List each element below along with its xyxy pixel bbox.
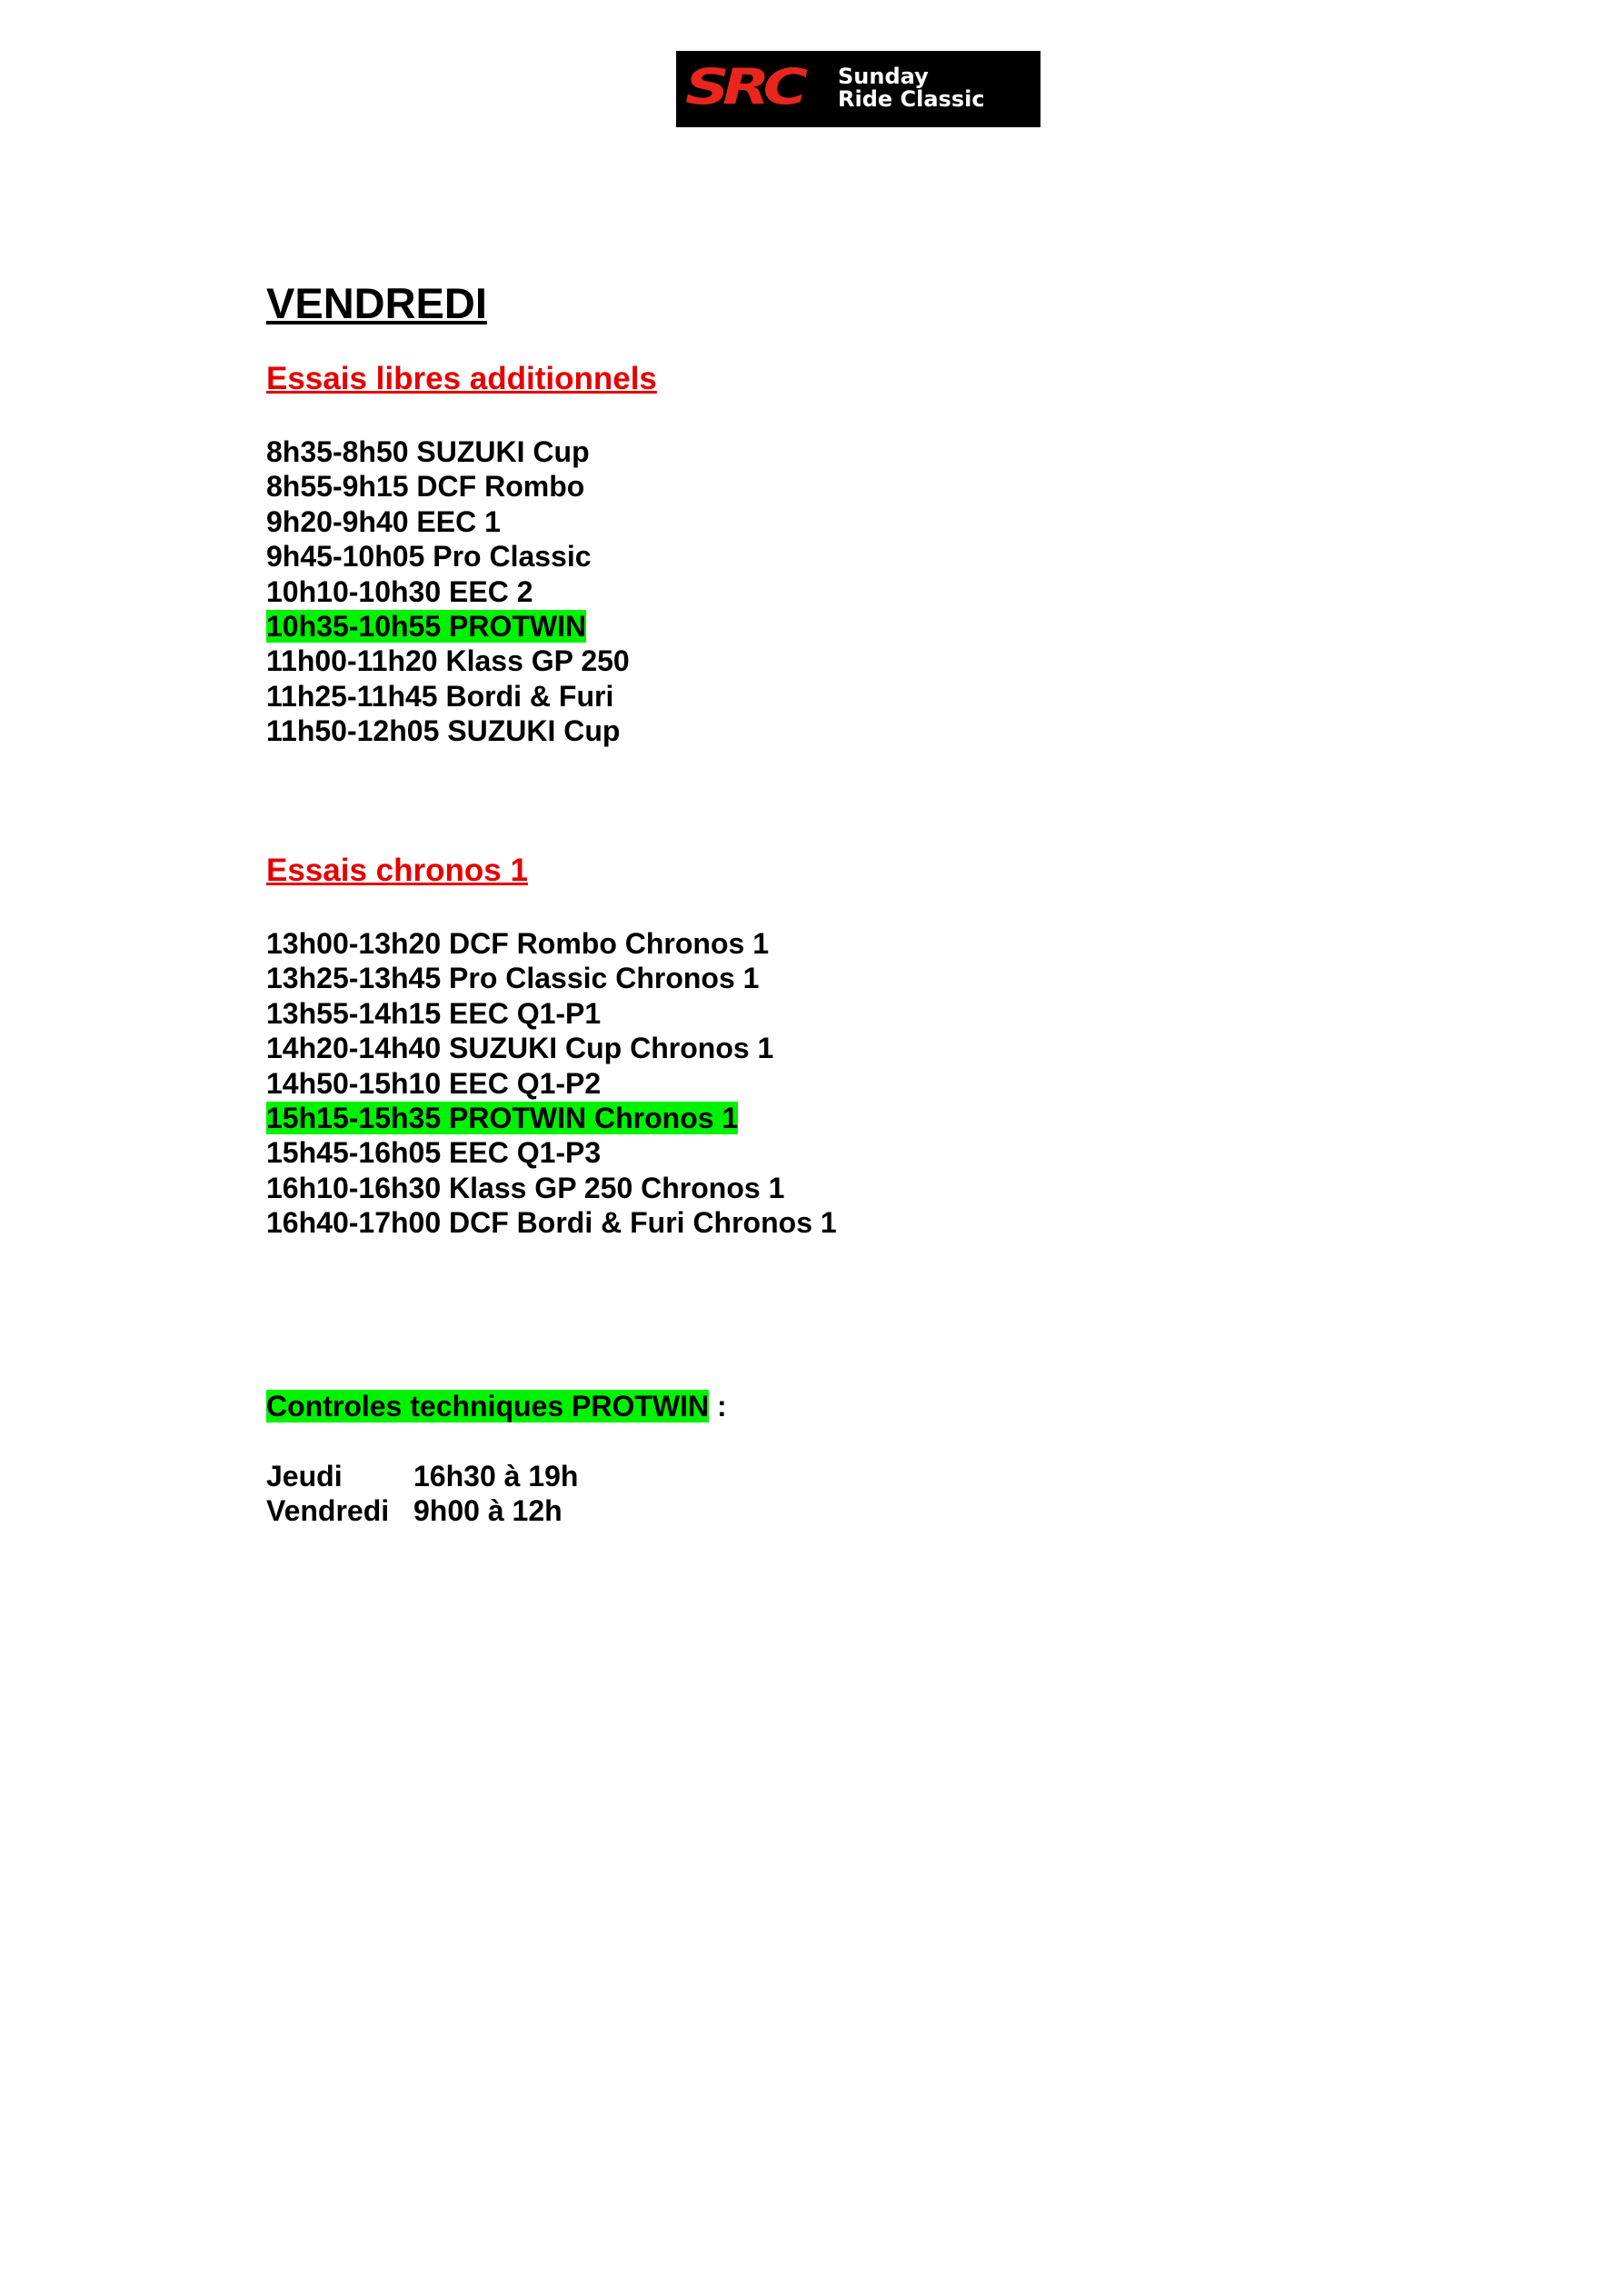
schedule-item-text: 13h25-13h45 Pro Classic Chronos 1 — [266, 962, 760, 995]
schedule-item-text: 15h45-16h05 EEC Q1-P3 — [266, 1136, 602, 1170]
src-logo: SRC Sunday Ride Classic — [676, 51, 1041, 127]
schedule-item-text: 14h20-14h40 SUZUKI Cup Chronos 1 — [266, 1032, 774, 1065]
schedule-item: 8h35-8h50 SUZUKI Cup — [266, 434, 630, 469]
schedule-item: 8h55-9h15 DCF Rombo — [266, 469, 630, 504]
schedule-item: 15h45-16h05 EEC Q1-P3 — [266, 1135, 837, 1170]
tech-day: Jeudi — [266, 1460, 343, 1492]
schedule-item: 9h20-9h40 EEC 1 — [266, 504, 630, 539]
schedule-item: 13h55-14h15 EEC Q1-P1 — [266, 996, 837, 1031]
schedule-item: 13h25-13h45 Pro Classic Chronos 1 — [266, 961, 837, 995]
tech-row-jeudi: Jeudi 16h30 à 19h — [266, 1459, 578, 1493]
schedule-item-text: 13h00-13h20 DCF Rombo Chronos 1 — [266, 927, 769, 960]
schedule-item: 14h20-14h40 SUZUKI Cup Chronos 1 — [266, 1031, 837, 1065]
schedule-item-text: 11h50-12h05 SUZUKI Cup — [266, 714, 621, 748]
qualifying-title: Essais chronos 1 — [266, 853, 528, 888]
tech-day: Vendredi — [266, 1494, 390, 1528]
logo-wordmark: Sunday Ride Classic — [838, 65, 985, 111]
schedule-item-text: 16h10-16h30 Klass GP 250 Chronos 1 — [266, 1171, 785, 1204]
tech-controls-colon: : — [709, 1390, 727, 1423]
free-practice-title: Essais libres additionnels — [266, 361, 657, 396]
schedule-item-text: 8h55-9h15 DCF Rombo — [266, 470, 585, 504]
schedule-item-text: 14h50-15h10 EEC Q1-P2 — [266, 1066, 602, 1100]
schedule-item-text: 13h55-14h15 EEC Q1-P1 — [266, 996, 602, 1030]
tech-row-vendredi: Vendredi 9h00 à 12h — [266, 1493, 578, 1528]
schedule-item-text: 9h45-10h05 Pro Classic — [266, 540, 592, 574]
schedule-item: 11h50-12h05 SUZUKI Cup — [266, 714, 630, 748]
schedule-item-text: 11h25-11h45 Bordi & Furi — [266, 679, 614, 713]
tech-controls-heading: Controles techniques PROTWIN : — [266, 1389, 727, 1423]
schedule-item: 11h00-11h20 Klass GP 250 — [266, 644, 630, 678]
schedule-item: 11h25-11h45 Bordi & Furi — [266, 679, 630, 714]
schedule-item: 14h50-15h10 EEC Q1-P2 — [266, 1066, 837, 1101]
schedule-item: 10h10-10h30 EEC 2 — [266, 574, 630, 609]
schedule-item-text: 9h20-9h40 EEC 1 — [266, 504, 501, 538]
schedule-item: 9h45-10h05 Pro Classic — [266, 539, 630, 574]
schedule-item: 16h40-17h00 DCF Bordi & Furi Chronos 1 — [266, 1205, 837, 1240]
schedule-item: 10h35-10h55 PROTWIN — [266, 609, 630, 644]
schedule-item-text: 11h00-11h20 Klass GP 250 — [266, 644, 630, 678]
schedule-item-text-highlighted: 15h15-15h35 PROTWIN Chronos 1 — [266, 1102, 739, 1135]
schedule-item-text: 10h10-10h30 EEC 2 — [266, 574, 533, 608]
schedule-item: 15h15-15h35 PROTWIN Chronos 1 — [266, 1101, 837, 1135]
tech-controls-title: Controles techniques PROTWIN — [266, 1390, 710, 1423]
schedule-item: 13h00-13h20 DCF Rombo Chronos 1 — [266, 926, 837, 961]
logo-mark: SRC — [685, 58, 808, 115]
day-title: VENDREDI — [266, 279, 487, 327]
tech-time: 16h30 à 19h — [413, 1460, 579, 1492]
schedule-item-text: 8h35-8h50 SUZUKI Cup — [266, 435, 590, 468]
schedule-item-text-highlighted: 10h35-10h55 PROTWIN — [266, 610, 587, 644]
logo-line-1: Sunday — [838, 64, 929, 89]
schedule-item: 16h10-16h30 Klass GP 250 Chronos 1 — [266, 1171, 837, 1205]
tech-controls-table: Jeudi 16h30 à 19h Vendredi 9h00 à 12h — [266, 1459, 578, 1529]
tech-time: 9h00 à 12h — [413, 1494, 563, 1528]
schedule-item-text: 16h40-17h00 DCF Bordi & Furi Chronos 1 — [266, 1206, 837, 1240]
logo-line-2: Ride Classic — [838, 86, 985, 112]
